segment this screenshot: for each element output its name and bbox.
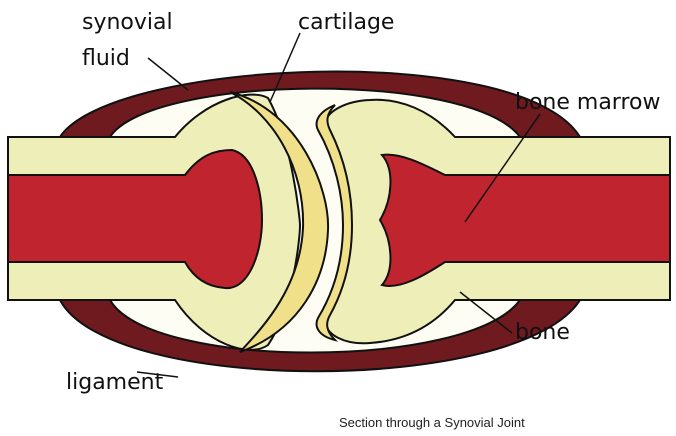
label-cartilage: cartilage (298, 12, 394, 34)
label-fluid: fluid (82, 48, 130, 70)
label-synovial: synovial (82, 12, 173, 34)
label-bone-marrow: bone marrow (515, 92, 660, 114)
diagram-caption: Section through a Synovial Joint (339, 416, 525, 429)
label-bone: bone (515, 322, 570, 344)
pointer-fluid (148, 58, 188, 90)
label-ligament: ligament (66, 372, 163, 394)
